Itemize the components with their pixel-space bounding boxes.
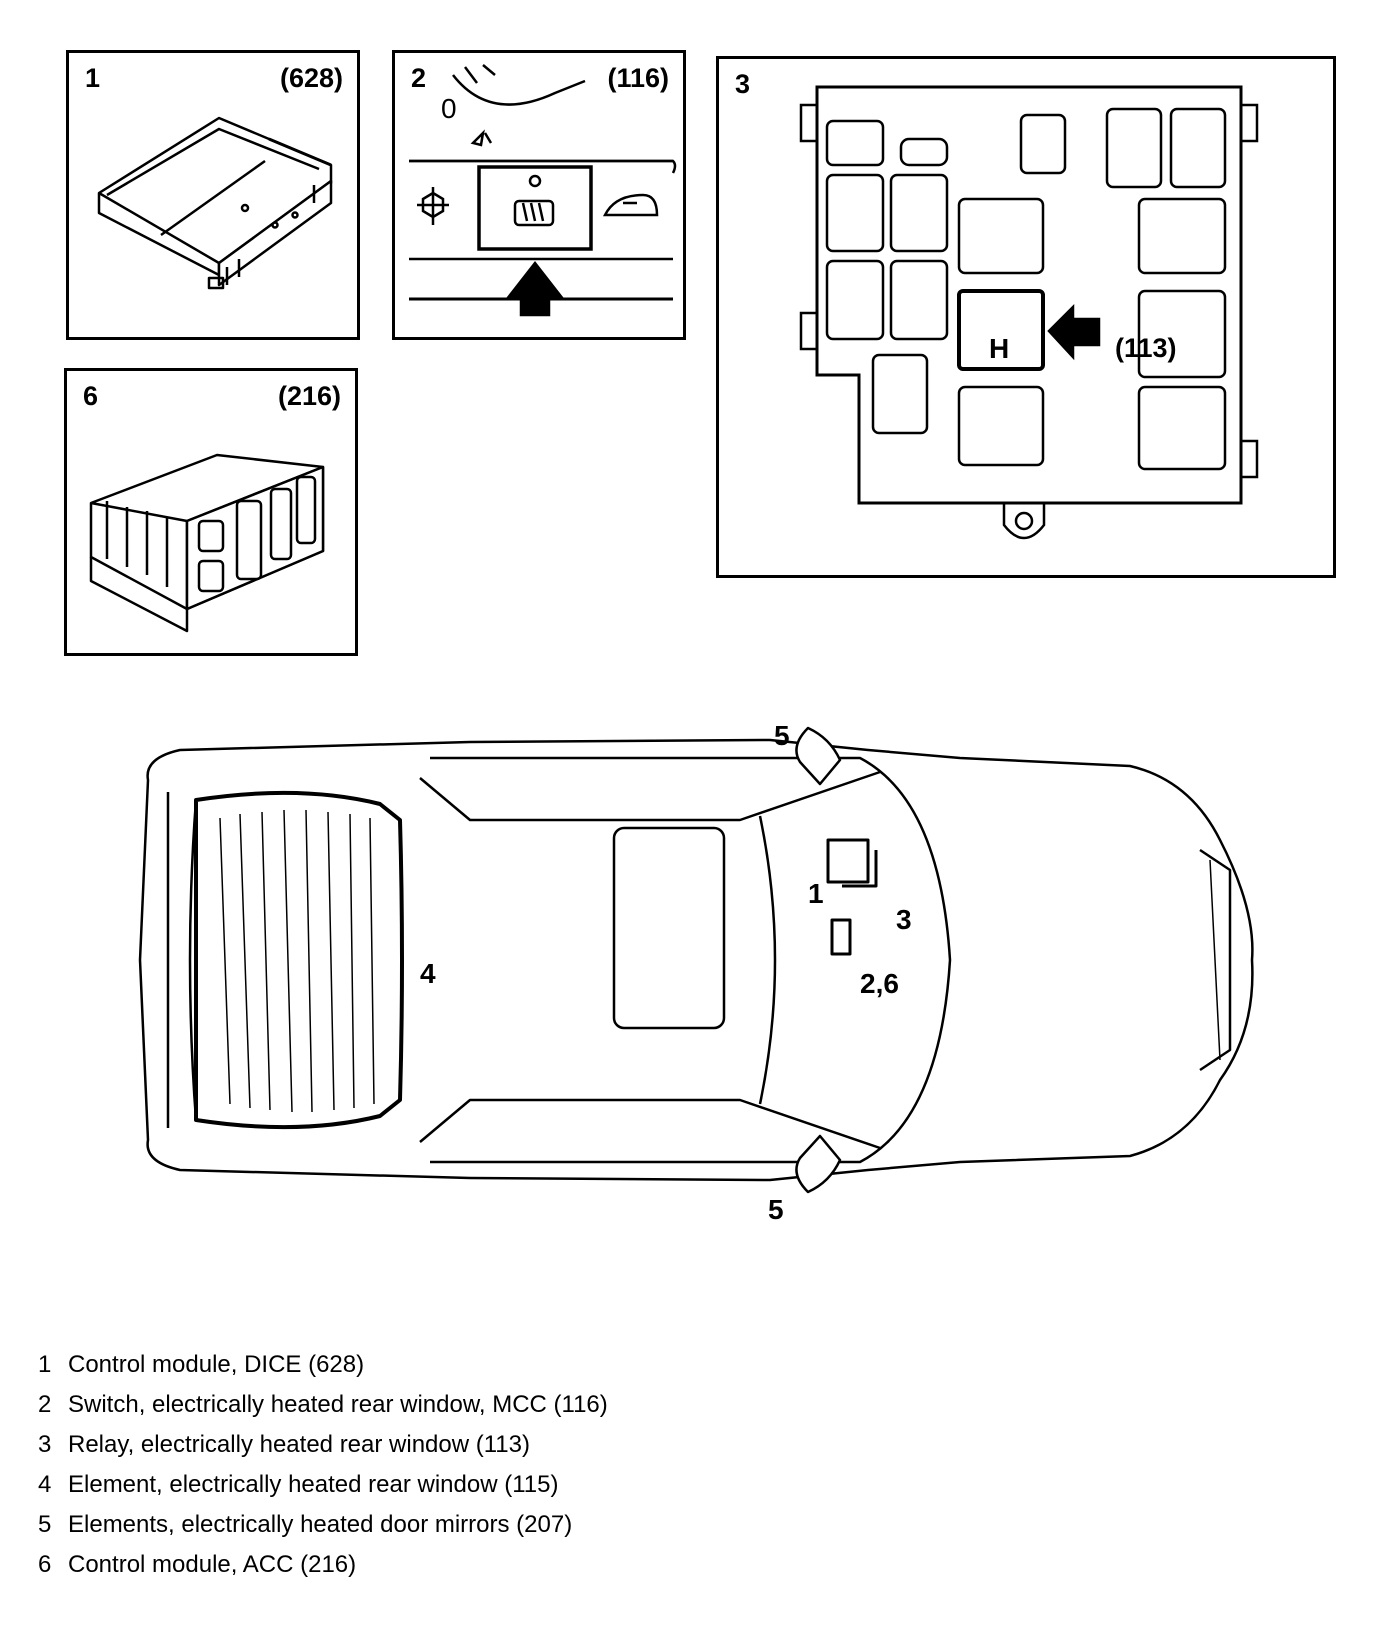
panel-number: 6 xyxy=(83,381,99,411)
legend-item: 2 Switch, electrically heated rear windo… xyxy=(38,1390,678,1420)
legend-text: Relay, electrically heated rear window (… xyxy=(68,1431,530,1458)
panel-6-control-module-acc: 6 (216) xyxy=(64,368,358,656)
relay-letter: H xyxy=(989,333,1010,364)
dice-module-illustration xyxy=(97,116,333,290)
panel-1-control-module-dice: 1 (628) xyxy=(66,50,360,340)
legend-text: Control module, DICE (628) xyxy=(68,1351,365,1378)
legend-item: 1 Control module, DICE (628) xyxy=(38,1350,678,1380)
pointer-arrow xyxy=(504,260,566,317)
rear-window-heat-button xyxy=(477,165,593,251)
panel-2-switch-mcc: 2 (116) 0 xyxy=(392,50,686,340)
callout-mirror-top: 5 xyxy=(774,720,790,751)
legend-item: 6 Control module, ACC (216) xyxy=(38,1550,678,1580)
callout-rear-window: 4 xyxy=(420,958,436,989)
legend-number: 5 xyxy=(38,1511,52,1538)
callout-module-dice: 1 xyxy=(808,878,824,909)
door-mirror-top xyxy=(795,726,842,786)
callout-switch-acc: 2,6 xyxy=(860,968,899,999)
panel-reference: (116) xyxy=(607,63,669,93)
legend: 1 Control module, DICE (628) 2 Switch, e… xyxy=(38,1350,678,1590)
switch-acc-marker xyxy=(830,918,852,956)
panel-reference: (113) xyxy=(1115,333,1177,363)
callout-relay: 3 xyxy=(896,904,912,935)
fuse-relay-box-illustration xyxy=(799,85,1259,540)
door-mirror-bottom xyxy=(795,1134,842,1194)
panel-number: 2 xyxy=(411,63,427,93)
mcc-switch-illustration xyxy=(409,64,677,317)
legend-item: 3 Relay, electrically heated rear window… xyxy=(38,1430,678,1460)
legend-text: Element, electrically heated rear window… xyxy=(68,1471,559,1498)
pointer-arrow xyxy=(1047,303,1101,361)
callout-mirror-bottom: 5 xyxy=(768,1194,784,1225)
panel-3-relay-box: 3 (113) H xyxy=(716,56,1336,578)
relay-h xyxy=(957,289,1045,371)
panel-reference: (628) xyxy=(279,63,343,93)
legend-number: 4 xyxy=(38,1471,52,1498)
acc-module-illustration xyxy=(89,453,325,633)
legend-item: 4 Element, electrically heated rear wind… xyxy=(38,1470,678,1500)
legend-number: 1 xyxy=(38,1351,52,1378)
legend-number: 2 xyxy=(38,1391,52,1418)
legend-number: 6 xyxy=(38,1551,52,1578)
fan-icon xyxy=(470,129,493,147)
panel-number: 3 xyxy=(735,69,751,99)
legend-text: Elements, electrically heated door mirro… xyxy=(68,1511,573,1538)
dial-zero-label: 0 xyxy=(441,93,457,124)
legend-item: 5 Elements, electrically heated door mir… xyxy=(38,1510,678,1540)
car-top-view xyxy=(138,726,1254,1194)
legend-text: Control module, ACC (216) xyxy=(68,1551,357,1578)
legend-text: Switch, electrically heated rear window,… xyxy=(68,1391,608,1418)
recirculation-icon xyxy=(602,193,659,217)
panel-reference: (216) xyxy=(277,381,341,411)
module-dice-marker xyxy=(826,838,870,884)
snowflake-icon xyxy=(417,187,449,225)
legend-number: 3 xyxy=(38,1431,52,1458)
panel-number: 1 xyxy=(85,63,101,93)
